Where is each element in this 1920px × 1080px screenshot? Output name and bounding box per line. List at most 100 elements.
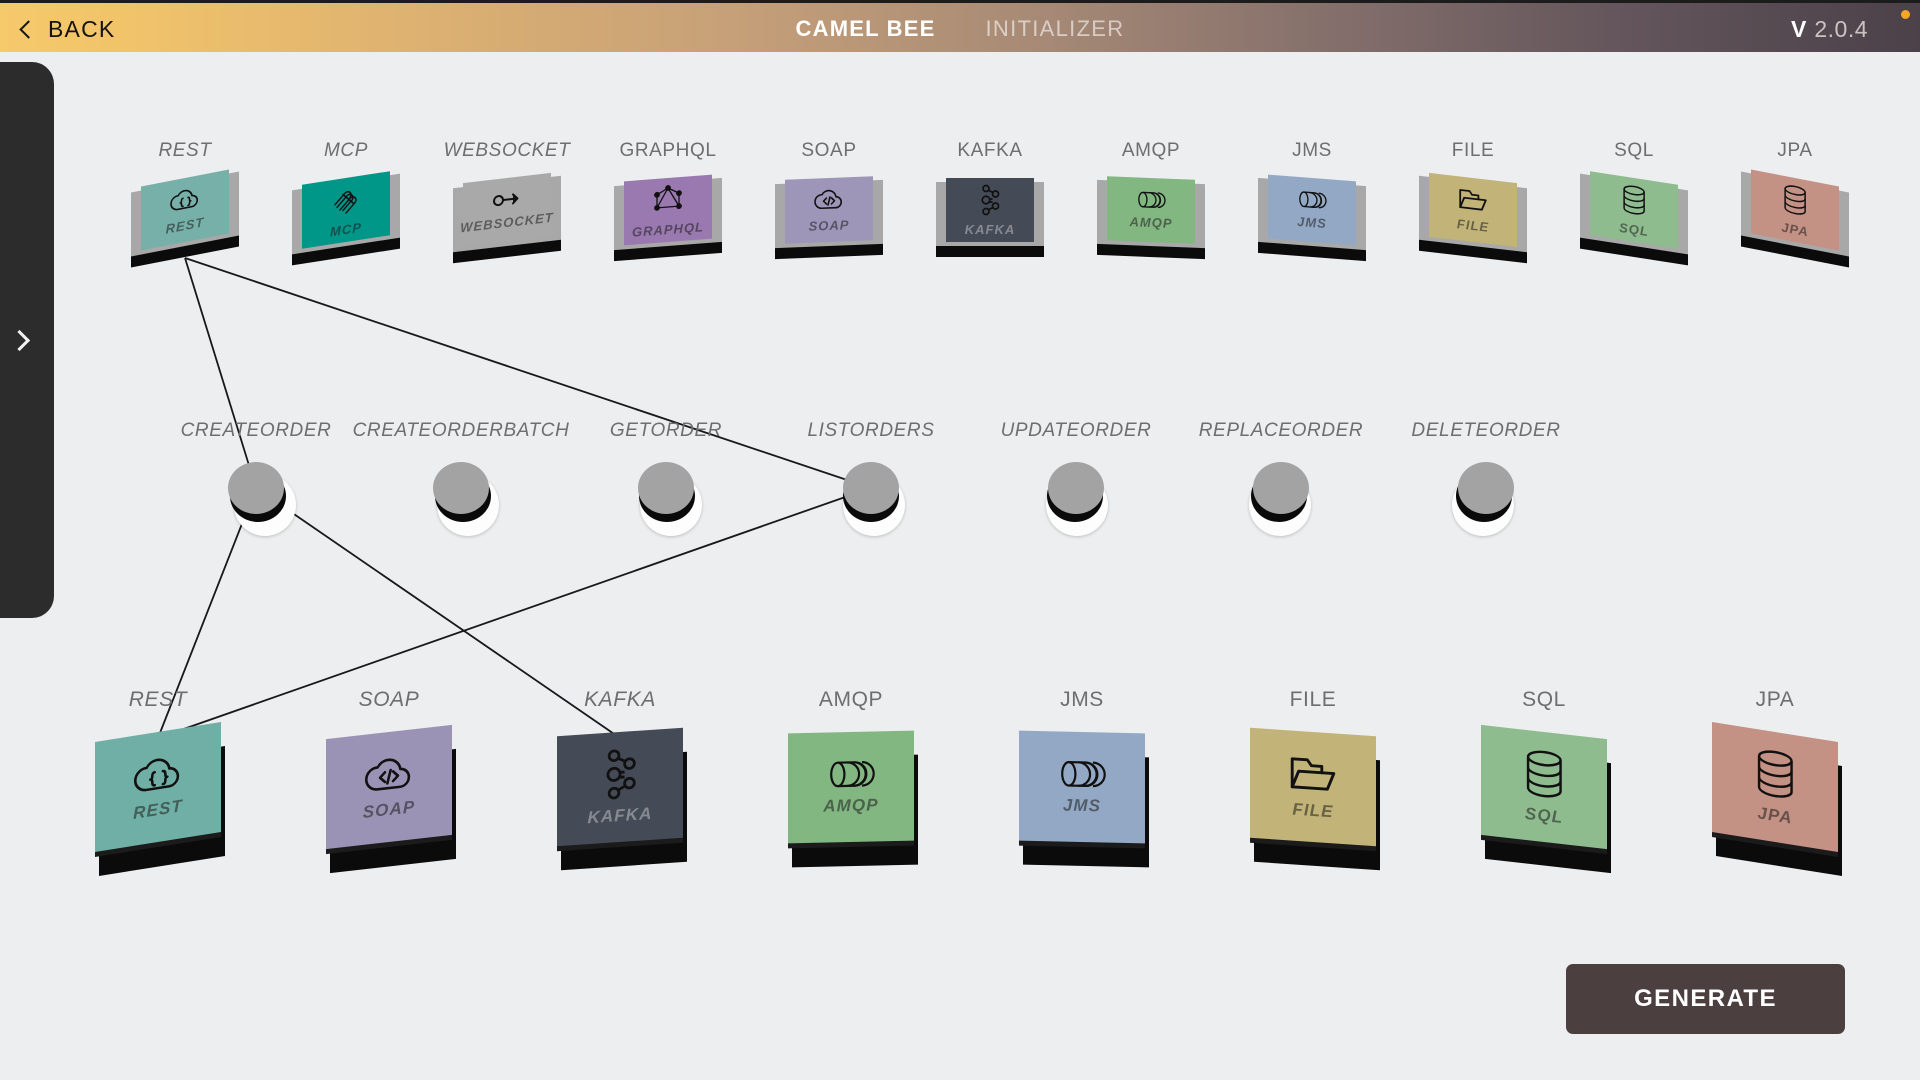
producer-tile-amqp[interactable]: AMQP: [788, 730, 918, 868]
tile-face-label: FILE: [1292, 799, 1334, 822]
producer-label-soap: SOAP: [358, 688, 420, 711]
queue-icon: [1056, 757, 1108, 790]
cloud-code-icon: [363, 751, 415, 797]
tile-face: KAFKA: [946, 178, 1034, 242]
tile-face: SOAP: [326, 724, 452, 850]
tile-face-label: AMQP: [1129, 214, 1173, 232]
tile-face: JMS: [1019, 730, 1145, 844]
tile-face: MCP: [302, 171, 390, 249]
producer-label-jms: JMS: [1060, 688, 1104, 711]
tile-face-label: SQL: [1524, 803, 1564, 828]
back-button[interactable]: BACK: [18, 3, 115, 52]
version-indicator: V 2.0.4: [1791, 3, 1868, 52]
route-node-deleteorder[interactable]: [1452, 462, 1517, 536]
consumer-tile-websocket[interactable]: WEBSOCKET: [453, 172, 561, 264]
route-node-replaceorder[interactable]: [1249, 462, 1312, 536]
consumer-label-jms: JMS: [1292, 140, 1332, 161]
consumer-label-soap: SOAP: [801, 140, 857, 161]
chevron-left-icon: [18, 21, 34, 37]
consumer-label-mcp: MCP: [323, 140, 369, 161]
route-node-updateorder[interactable]: [1045, 462, 1108, 536]
tile-face-label: AMQP: [823, 795, 879, 816]
producer-label-rest: REST: [128, 688, 188, 711]
producer-tile-sql[interactable]: SQL: [1481, 724, 1611, 874]
consumer-tile-jms[interactable]: JMS: [1258, 174, 1366, 262]
route-label-updateorder: UPDATEORDER: [1000, 420, 1152, 441]
tile-face: JMS: [1268, 174, 1356, 246]
route-node-createorderbatch[interactable]: [430, 462, 499, 536]
tile-face-label: SQL: [1619, 219, 1649, 239]
consumer-label-jpa: JPA: [1777, 140, 1813, 161]
tile-face-label: SOAP: [808, 217, 850, 234]
brand: CAMEL BEE INITIALIZER: [0, 3, 1920, 52]
route-node-getorder[interactable]: [635, 462, 702, 536]
tile-face-label: GRAPHQL: [632, 218, 704, 240]
tile-face: GRAPHQL: [624, 174, 712, 246]
kafka-icon: [601, 747, 638, 802]
producer-tile-file[interactable]: FILE: [1250, 727, 1380, 871]
producer-tile-kafka[interactable]: KAFKA: [557, 727, 687, 871]
consumer-tile-jpa[interactable]: JPA: [1741, 169, 1849, 268]
consumer-tile-file[interactable]: FILE: [1419, 172, 1527, 264]
consumer-tile-amqp[interactable]: AMQP: [1097, 176, 1205, 260]
route-node-top: [1458, 462, 1514, 514]
consumer-tile-graphql[interactable]: GRAPHQL: [614, 174, 722, 262]
tile-face: KAFKA: [557, 727, 683, 847]
tile-face: AMQP: [788, 730, 914, 844]
route-label-getorder: GETORDER: [609, 420, 723, 441]
producer-tile-jpa[interactable]: JPA: [1712, 722, 1842, 876]
route-node-listorders[interactable]: [840, 462, 905, 536]
consumer-tile-sql[interactable]: SQL: [1580, 171, 1688, 266]
consumer-label-amqp: AMQP: [1121, 140, 1181, 161]
route-node-top: [843, 462, 899, 514]
producer-tile-soap[interactable]: SOAP: [326, 724, 456, 874]
consumer-label-sql: SQL: [1614, 140, 1654, 161]
tile-face-label: KAFKA: [587, 803, 653, 828]
route-node-top: [1048, 462, 1104, 514]
tile-face: REST: [141, 169, 229, 251]
tile-face: SOAP: [785, 176, 873, 244]
database-icon: [1621, 181, 1647, 217]
back-button-label: BACK: [48, 15, 116, 42]
sidebar-panel[interactable]: [0, 62, 54, 618]
kafka-icon: [978, 184, 1001, 216]
brand-primary: CAMEL BEE: [795, 16, 936, 41]
tile-face: FILE: [1250, 727, 1376, 847]
consumer-tile-soap[interactable]: SOAP: [775, 176, 883, 260]
consumer-label-websocket: WEBSOCKET: [443, 140, 571, 161]
route-label-replaceorder: REPLACEORDER: [1198, 420, 1364, 441]
consumer-tile-kafka[interactable]: KAFKA: [936, 178, 1044, 257]
edge-consumer-REST-to-route-LISTORDERS: [184, 257, 872, 489]
consumer-label-rest: REST: [158, 140, 212, 161]
tile-face-label: JMS: [1062, 795, 1102, 816]
tile-face: REST: [95, 722, 221, 852]
tile-face-label: REST: [133, 796, 183, 824]
tile-face: JPA: [1751, 169, 1839, 251]
route-node-top: [433, 462, 489, 514]
generate-button[interactable]: GENERATE: [1566, 964, 1845, 1034]
consumer-tile-rest[interactable]: REST: [131, 169, 239, 268]
producer-label-file: FILE: [1289, 688, 1337, 711]
app-header: BACK CAMEL BEE INITIALIZER V 2.0.4: [0, 0, 1920, 52]
consumer-tile-mcp[interactable]: MCP: [292, 171, 400, 266]
version-number: 2.0.4: [1814, 15, 1868, 42]
graphql-icon: [652, 182, 684, 216]
generate-button-label: GENERATE: [1634, 985, 1777, 1012]
tile-face-label: KAFKA: [964, 221, 1016, 237]
tile-face-label: REST: [165, 214, 205, 237]
route-node-createorder[interactable]: [225, 462, 296, 536]
cloud-code-icon: [813, 186, 845, 212]
producer-tile-jms[interactable]: JMS: [1019, 730, 1149, 868]
tile-face: SQL: [1481, 724, 1607, 850]
graph-canvas[interactable]: REST REST MCP MCP WEBSOCKET WEBSOCKET GRAPH…: [0, 52, 1920, 1080]
cloud-braces-icon: [132, 750, 184, 799]
producer-tile-rest[interactable]: REST: [95, 722, 225, 876]
brand-secondary: INITIALIZER: [985, 16, 1125, 41]
queue-icon: [825, 757, 877, 790]
consumer-label-graphql: GRAPHQL: [619, 140, 717, 161]
tile-face: SQL: [1590, 171, 1678, 249]
tile-face-label: JPA: [1757, 803, 1793, 828]
tile-face-label: WEBSOCKET: [460, 209, 554, 236]
route-label-createorder: CREATEORDER: [180, 420, 332, 441]
